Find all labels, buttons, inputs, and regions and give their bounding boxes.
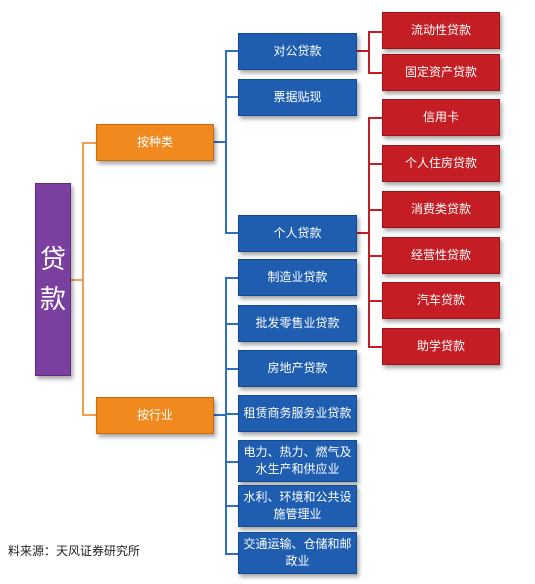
connector-industry-3 — [225, 368, 238, 370]
node-working-capital-loans: 流动性贷款 — [382, 12, 500, 49]
connector-industry-4 — [225, 413, 238, 415]
connector-personal-5 — [368, 300, 382, 302]
category-by-industry: 按行业 — [96, 397, 214, 434]
node-wholesale-retail-loans: 批发零售业贷款 — [238, 305, 357, 342]
connector-industry-2 — [225, 323, 238, 325]
node-consumer-loans: 消费类贷款 — [382, 191, 500, 228]
connector-industry-5 — [225, 461, 238, 463]
node-real-estate-loans: 房地产贷款 — [238, 350, 357, 387]
node-transport-storage-postal-industry: 交通运输、仓储和邮 政业 — [238, 532, 357, 574]
node-leasing-business-services-loans: 租赁商务服务业贷款 — [238, 395, 357, 432]
connector-type-trunk — [225, 50, 227, 234]
node-corporate-loans: 对公贷款 — [238, 33, 357, 70]
connector-corp-out — [357, 50, 369, 52]
connector-corp-1 — [368, 31, 382, 33]
node-student-loans: 助学贷款 — [382, 328, 500, 365]
connector-personal-1 — [368, 117, 382, 119]
connector-personal-out — [357, 232, 369, 234]
connector-industry-6 — [225, 505, 238, 507]
connector-corp-2 — [368, 72, 382, 74]
connector-to-industry — [82, 414, 96, 416]
connector-to-type — [82, 142, 96, 144]
connector-root-trunk — [82, 142, 84, 416]
node-credit-card: 信用卡 — [382, 99, 500, 136]
node-manufacturing-loans: 制造业贷款 — [238, 259, 357, 296]
source-note: 料来源：天风证券研究所 — [8, 544, 141, 558]
node-bill-discount: 票据贴现 — [238, 79, 357, 116]
node-fixed-asset-loans: 固定资产贷款 — [382, 54, 500, 91]
connector-type-out — [214, 141, 226, 143]
connector-industry-trunk — [225, 277, 227, 554]
root-node-loans: 贷 款 — [35, 183, 71, 376]
connector-type-2 — [225, 96, 238, 98]
connector-industry-7 — [225, 553, 238, 555]
connector-personal-6 — [368, 346, 382, 348]
connector-corp-trunk — [368, 31, 370, 73]
connector-personal-2 — [368, 163, 382, 165]
connector-type-3 — [225, 232, 238, 234]
connector-industry-out — [214, 414, 226, 416]
connector-root — [70, 279, 83, 281]
connector-personal-trunk — [368, 117, 370, 347]
node-business-loans: 经营性贷款 — [382, 237, 500, 274]
node-water-environment-industry: 水利、环境和公共设 施管理业 — [238, 485, 357, 527]
category-by-type: 按种类 — [96, 124, 214, 161]
node-housing-loans: 个人住房贷款 — [382, 145, 500, 182]
connector-industry-1 — [225, 277, 238, 279]
connector-personal-3 — [368, 209, 382, 211]
node-auto-loans: 汽车贷款 — [382, 282, 500, 319]
node-utilities-industry: 电力、热力、燃气及 水生产和供应业 — [238, 440, 357, 482]
connector-type-1 — [225, 50, 238, 52]
node-personal-loans: 个人贷款 — [238, 215, 357, 252]
connector-personal-4 — [368, 255, 382, 257]
